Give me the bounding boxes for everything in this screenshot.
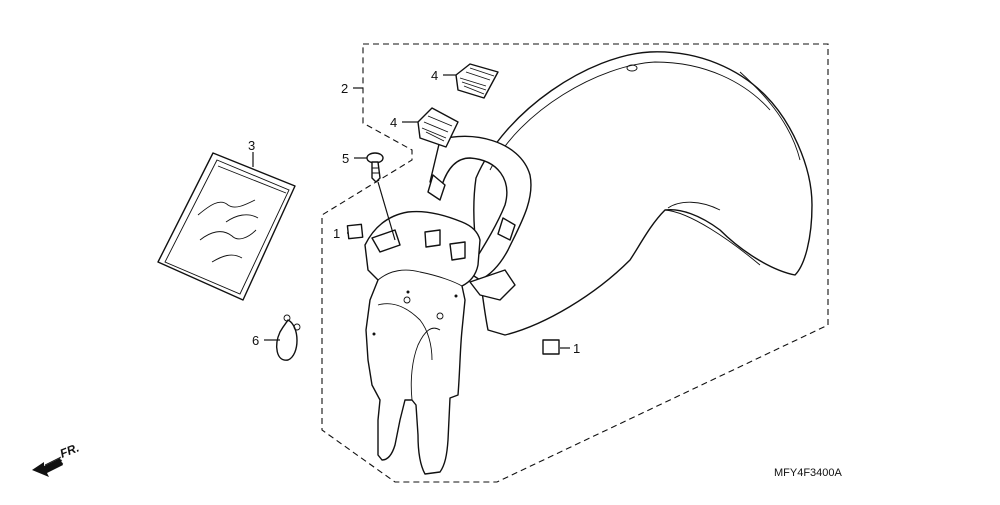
label-sticker-upper (346, 223, 364, 240)
document-bag (157, 152, 296, 301)
rear-fender (427, 51, 813, 336)
callout-4-mid: 4 (390, 115, 397, 130)
callout-4-top: 4 (431, 68, 438, 83)
splash-guard (364, 210, 481, 475)
callout-5: 5 (342, 151, 349, 166)
callout-1-upper: 1 (333, 226, 340, 241)
label-sticker-lower (542, 339, 560, 355)
callout-2: 2 (341, 81, 348, 96)
callout-3: 3 (248, 138, 255, 153)
reflector-pad-top (455, 63, 499, 99)
front-direction-arrow-icon (32, 456, 64, 477)
callout-6: 6 (252, 333, 259, 348)
drawing-code: MFY4F3400A (774, 467, 843, 479)
screw-clip (366, 152, 384, 183)
front-direction-label: FR. (58, 441, 81, 461)
assembly-boundary (321, 43, 829, 483)
callout-1-lower: 1 (573, 341, 580, 356)
reflector-pad-mid (417, 107, 459, 148)
cable-tie (276, 314, 301, 361)
leader-c5-to-bracket (377, 181, 396, 241)
